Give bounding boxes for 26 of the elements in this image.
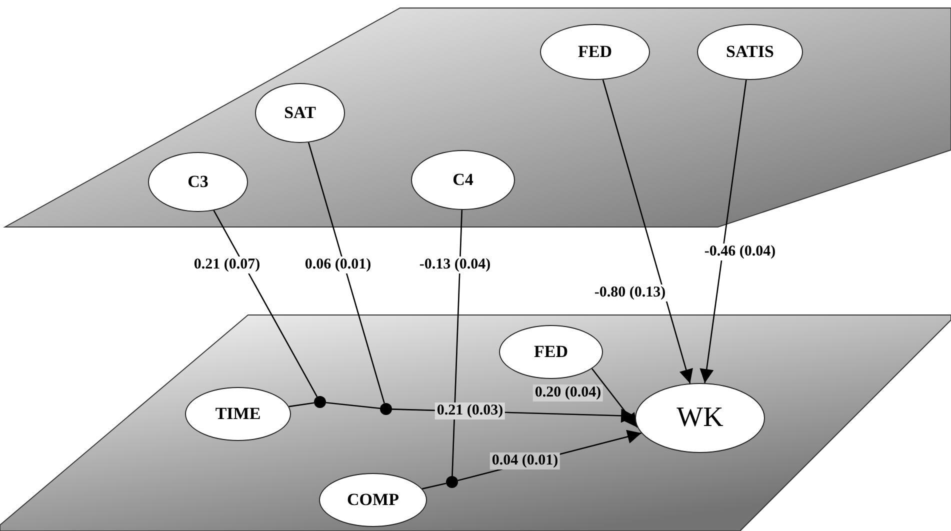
connector-line xyxy=(308,142,385,404)
variable-name: C4 xyxy=(452,170,474,190)
variable-name: WK xyxy=(676,402,724,434)
edge-label: 0.21 (0.07) xyxy=(192,256,262,274)
connector-line xyxy=(288,402,314,408)
edge-label: -0.46 (0.04) xyxy=(702,244,778,260)
edge-label: 0.21 (0.03) xyxy=(434,402,506,420)
connector-line xyxy=(326,402,380,410)
edge-label: 0.04 (0.01) xyxy=(490,452,560,470)
edge-label: 0.20 (0.04) xyxy=(532,384,604,402)
variable-name: FED xyxy=(534,342,568,362)
connector-line xyxy=(452,210,463,476)
variable-name: C3 xyxy=(188,172,208,192)
arrow xyxy=(700,80,747,384)
variable-name: SATIS xyxy=(726,42,774,62)
variable-name: COMP xyxy=(347,490,399,510)
arrow xyxy=(602,80,693,384)
variable-name: FED xyxy=(578,42,612,62)
edge-label: -0.13 (0.04) xyxy=(417,256,493,274)
edge-label: -0.80 (0.13) xyxy=(592,284,668,302)
variable-name: SAT xyxy=(284,103,316,123)
arrow xyxy=(591,368,638,428)
variable-name: TIME xyxy=(215,404,261,424)
edge-label: 0.06 (0.01) xyxy=(302,256,374,274)
connector-line xyxy=(213,210,318,398)
connector-line xyxy=(422,482,446,490)
